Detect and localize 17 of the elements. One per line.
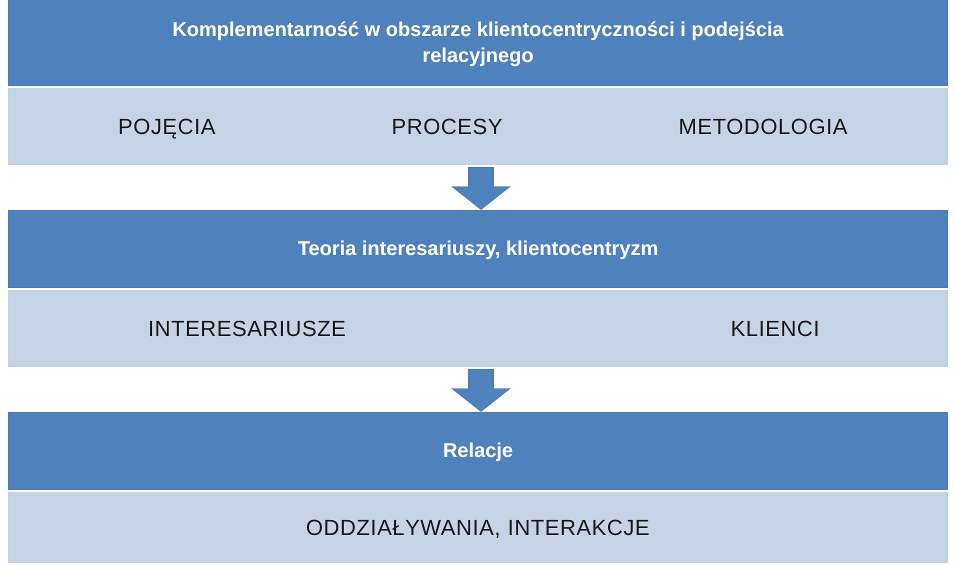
block-arrow — [451, 167, 511, 210]
header-band — [8, 0, 948, 88]
band-label: PROCESY — [392, 113, 503, 141]
band-label: ODDZIAŁYWANIA, INTERAKCJE — [306, 514, 650, 542]
header-band — [8, 412, 948, 492]
band-heading: Teoria interesariuszy, klientocentryzm — [298, 237, 658, 262]
block-arrow — [451, 369, 511, 412]
band-label: POJĘCIA — [118, 113, 216, 141]
content-band — [8, 290, 948, 369]
content-band — [8, 492, 948, 565]
band-heading: Relacje — [442, 439, 514, 464]
header-band — [8, 210, 948, 290]
band-label: KLIENCI — [730, 315, 820, 343]
band-label: METODOLOGIA — [678, 113, 848, 141]
content-band — [8, 88, 948, 167]
band-heading: Komplementarność w obszarze klientocentryczności i podejścia relacyjnego — [171, 18, 785, 69]
band-label: INTERESARIUSZE — [148, 315, 346, 343]
